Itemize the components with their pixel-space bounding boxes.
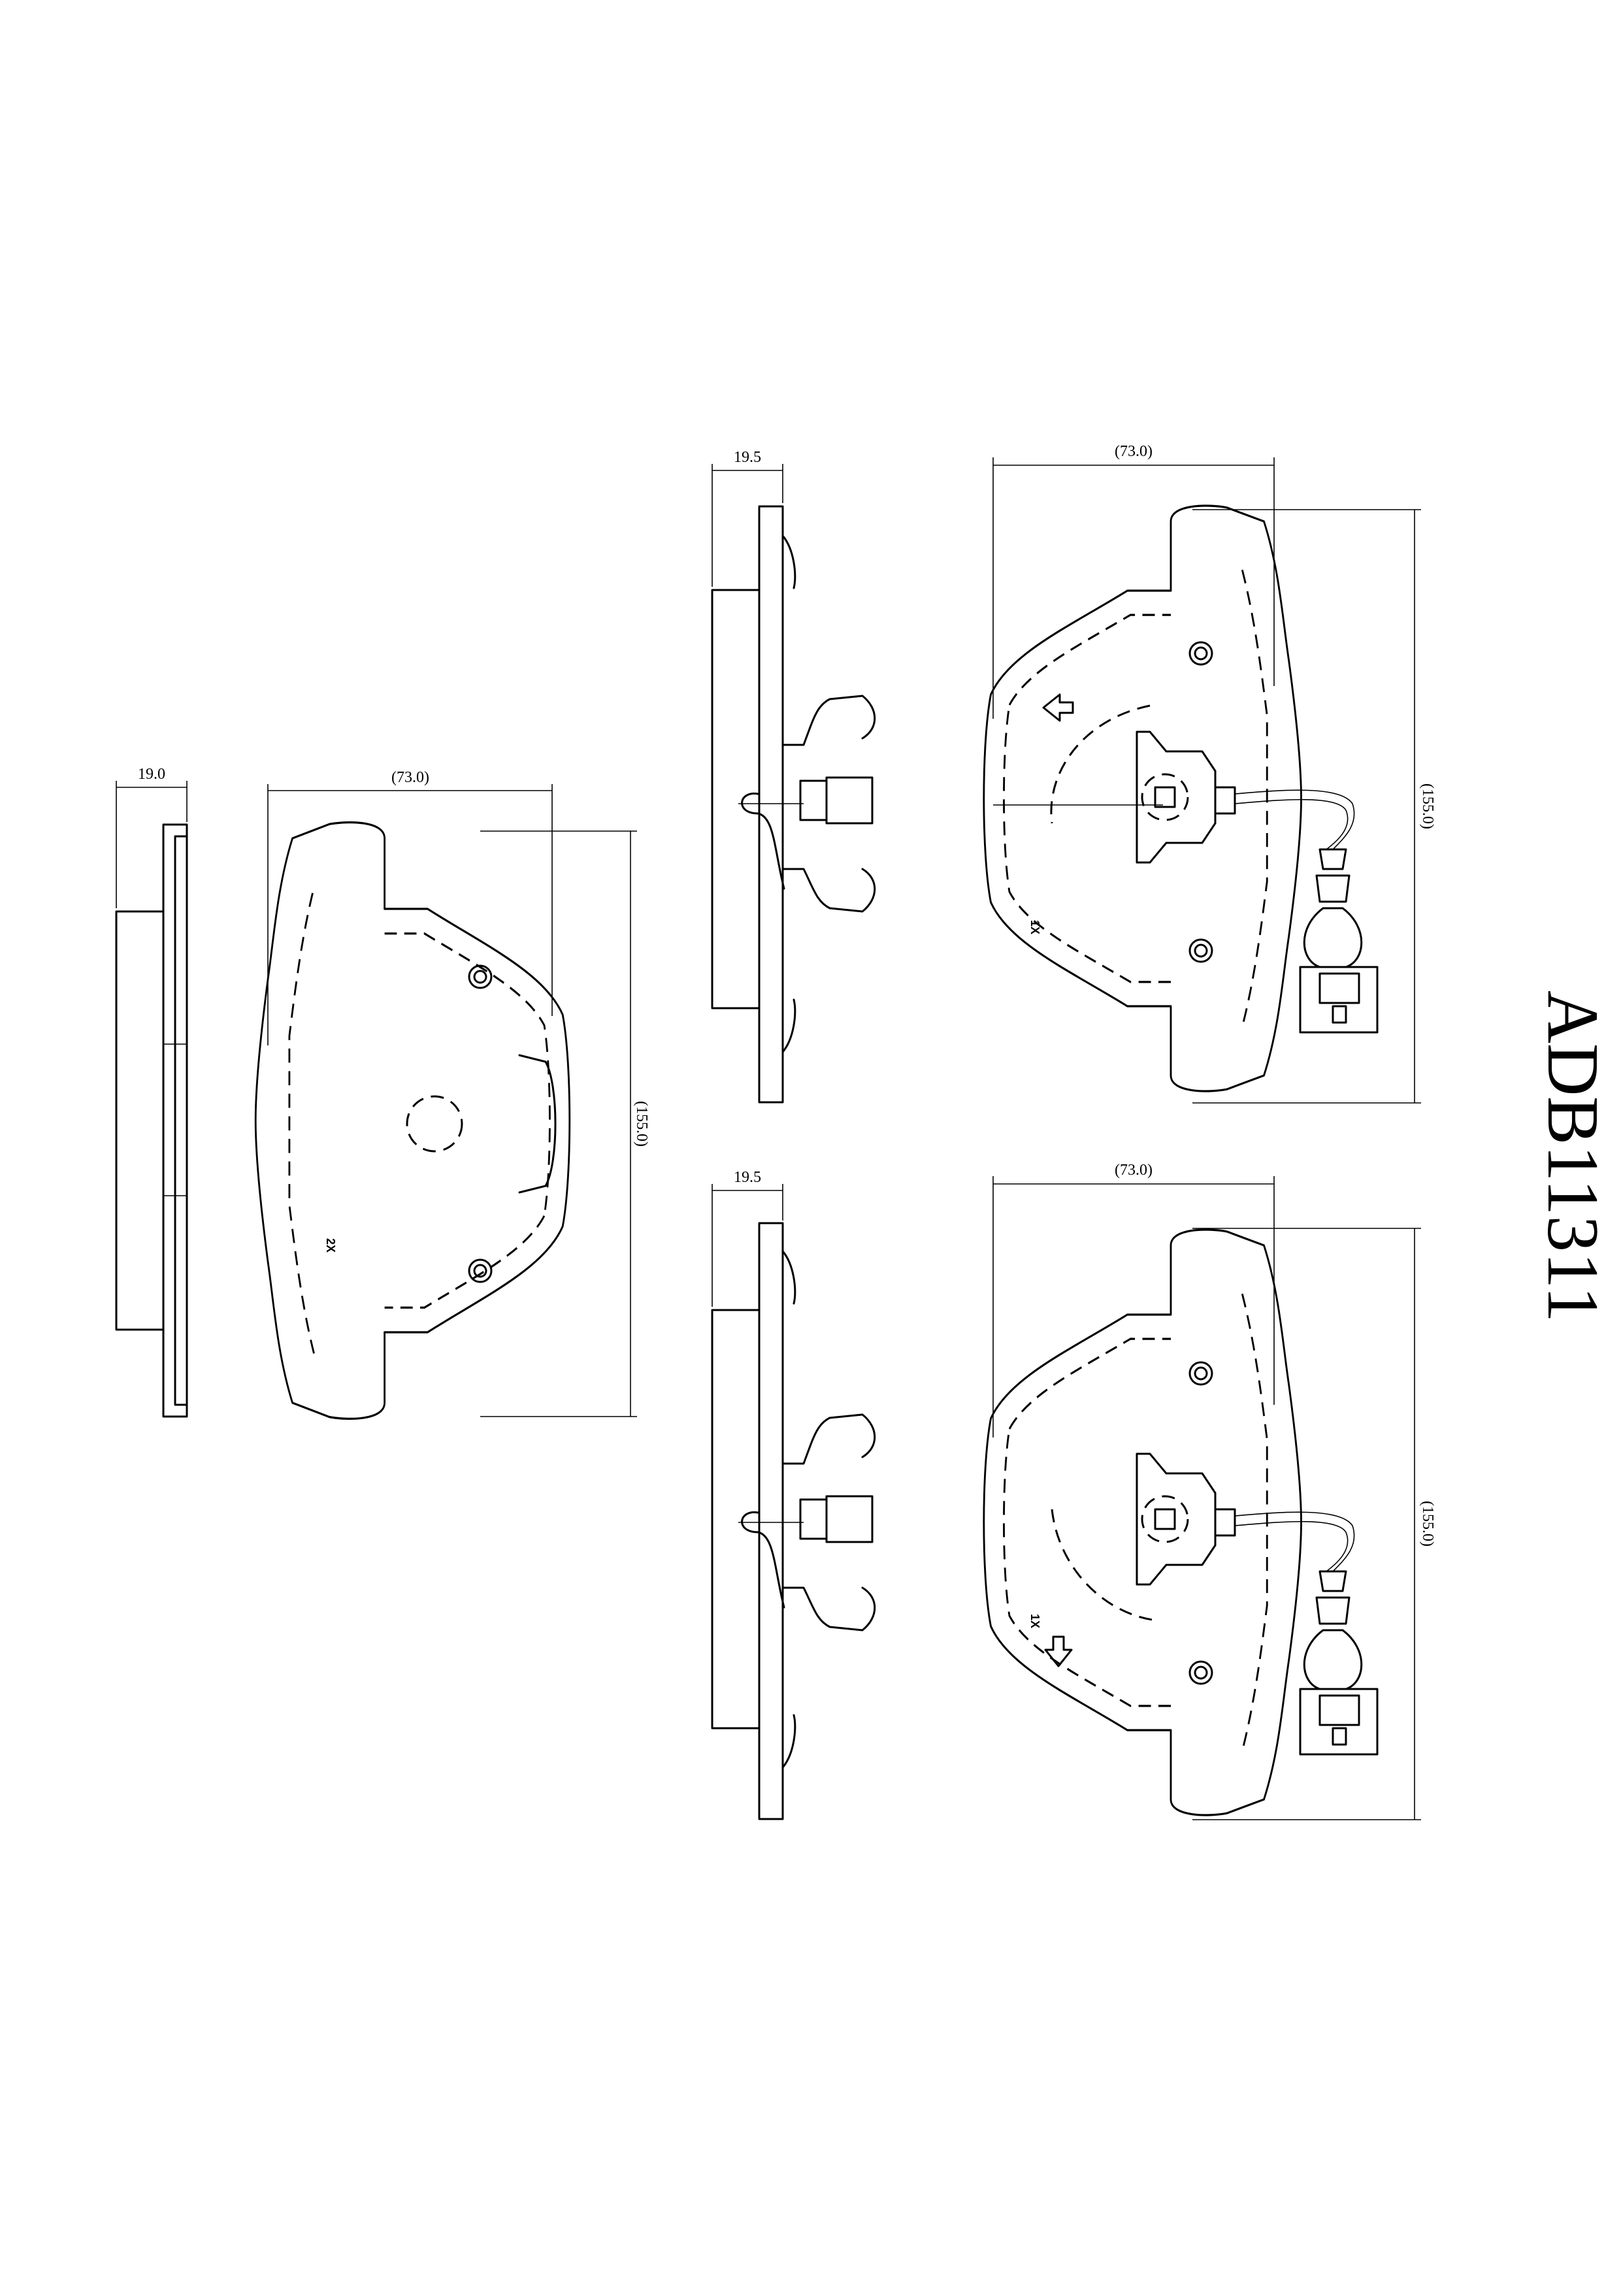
left-pad-side-view xyxy=(115,823,188,1418)
top-right-pad-group: 19.5 1X xyxy=(711,443,1436,1104)
left-width-dimension: (73.0) xyxy=(267,769,553,1045)
wear-sensor-connector-icon xyxy=(1214,786,1379,1034)
part-number: ADB11311 xyxy=(1532,991,1613,1322)
left-width-label: (73.0) xyxy=(391,769,429,786)
top-right-height-dimension: (155.0) xyxy=(1192,509,1436,1104)
bottom-right-width-dimension: (73.0) xyxy=(992,1162,1275,1437)
left-pad-details: 2X xyxy=(324,964,557,1283)
left-thickness-label: 19.0 xyxy=(138,766,165,783)
top-right-quantity-mark: 1X xyxy=(1028,920,1041,934)
top-right-width-label: (73.0) xyxy=(1115,443,1153,460)
left-pad-group: 19.0 2X (73.0) (155.0) xyxy=(115,766,650,1420)
top-right-width-dimension: (73.0) xyxy=(992,443,1275,719)
bottom-right-side-view xyxy=(711,1222,876,1820)
top-right-side-view xyxy=(711,505,876,1104)
top-right-thickness-dimension: 19.5 xyxy=(712,449,783,587)
left-height-dimension: (155.0) xyxy=(480,830,650,1417)
bottom-right-width-label: (73.0) xyxy=(1115,1162,1153,1179)
bottom-right-height-label: (155.0) xyxy=(1419,1501,1436,1547)
bottom-right-quantity-mark: 1X xyxy=(1028,1614,1041,1628)
top-right-height-label: (155.0) xyxy=(1419,783,1436,829)
bottom-right-height-dimension: (155.0) xyxy=(1192,1228,1436,1820)
bottom-right-pad-group: 19.5 1X xyxy=(711,1162,1436,1820)
top-right-thickness-label: 19.5 xyxy=(734,449,761,466)
arrow-up-icon xyxy=(1042,693,1074,722)
top-right-pad-details: 1X xyxy=(993,641,1379,1034)
left-thickness-dimension: 19.0 xyxy=(116,766,188,908)
bottom-right-pad-details: 1X xyxy=(1028,1361,1379,1756)
wear-sensor-connector-icon xyxy=(1214,1508,1379,1756)
bottom-right-thickness-dimension: 19.5 xyxy=(712,1169,783,1307)
bottom-right-thickness-label: 19.5 xyxy=(734,1169,761,1186)
left-height-label: (155.0) xyxy=(633,1101,650,1147)
left-quantity-mark: 2X xyxy=(324,1238,337,1253)
arrow-down-icon xyxy=(1044,1635,1073,1667)
left-pad-front-view xyxy=(254,821,571,1420)
